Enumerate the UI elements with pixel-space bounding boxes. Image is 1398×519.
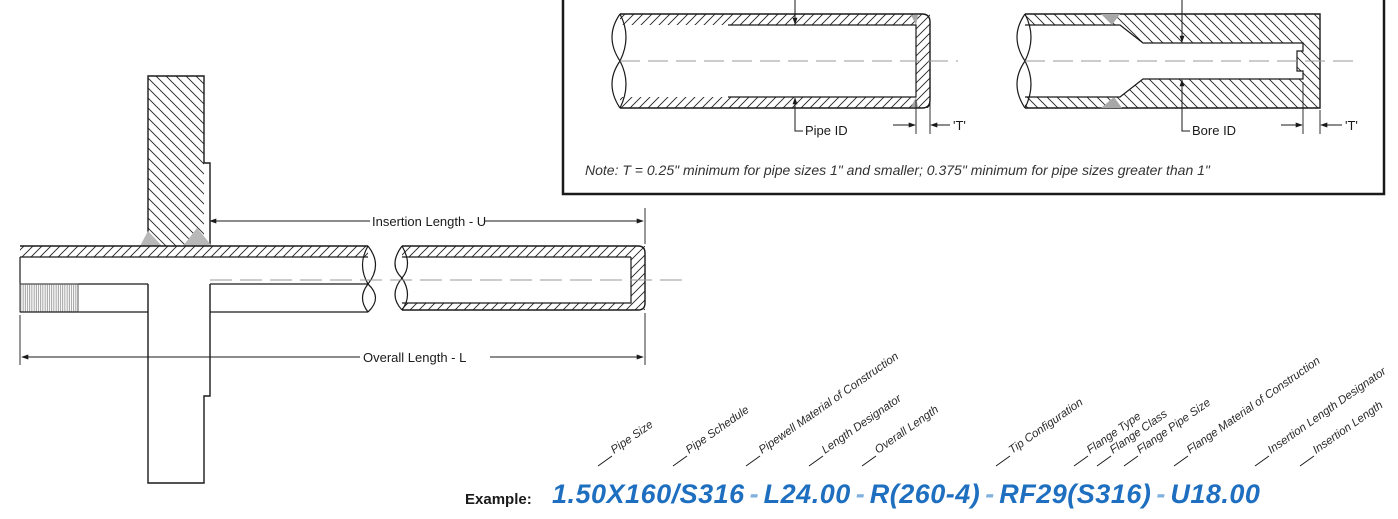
pipe-id-label: Pipe ID [805, 123, 848, 138]
insertion-length-label: Insertion Length - U [372, 214, 486, 229]
example-code-text: 1.50X160/S316-L24.00-R(260-4)-RF29(S316)… [552, 479, 1260, 509]
example-seg-flange: RF29(S316) [999, 479, 1151, 509]
bore-id-detail: Bore ID 'T' [1016, 0, 1358, 138]
example-code: Example: 1.50X160/S316-L24.00-R(260-4)-R… [465, 479, 1260, 509]
example-seg-insertion: U18.00 [1170, 479, 1260, 509]
t-label-left: 'T' [953, 118, 966, 133]
callout-pipe-schedule: Pipe Schedule [684, 404, 752, 456]
example-sep-2: - [856, 479, 865, 509]
thermowell-assembly: Insertion Length - U Overall Length - L [19, 75, 690, 484]
weld-fillet-right [183, 228, 212, 246]
overall-length-label: Overall Length - L [363, 350, 466, 365]
callout-pipe-size: Pipe Size [609, 419, 656, 457]
example-seg-length: L24.00 [764, 479, 851, 509]
pipe-id-detail: Pipe ID 'T' [611, 0, 966, 138]
detail-note: Note: T = 0.25" minimum for pipe sizes 1… [585, 162, 1211, 178]
callouts: Pipe Size Pipe Schedule Pipewell Materia… [597, 351, 1389, 467]
example-sep-1: - [750, 479, 759, 509]
example-sep-4: - [1156, 479, 1165, 509]
callout-tip-configuration: Tip Configuration [1007, 396, 1086, 456]
thread-section [19, 283, 79, 313]
flange-section [148, 76, 204, 246]
weld-fillet-left [140, 231, 162, 246]
flange-lower [147, 284, 211, 484]
tip-detail-box: Pipe ID 'T' Bore ID 'T' [561, 0, 1386, 196]
example-seg-tip: R(260-4) [870, 479, 981, 509]
t-label-right: 'T' [1345, 118, 1358, 133]
bore-id-label: Bore ID [1192, 123, 1236, 138]
example-sep-3: - [985, 479, 994, 509]
example-seg-pipe: 1.50X160/S316 [552, 479, 745, 509]
example-label: Example: [465, 491, 532, 508]
